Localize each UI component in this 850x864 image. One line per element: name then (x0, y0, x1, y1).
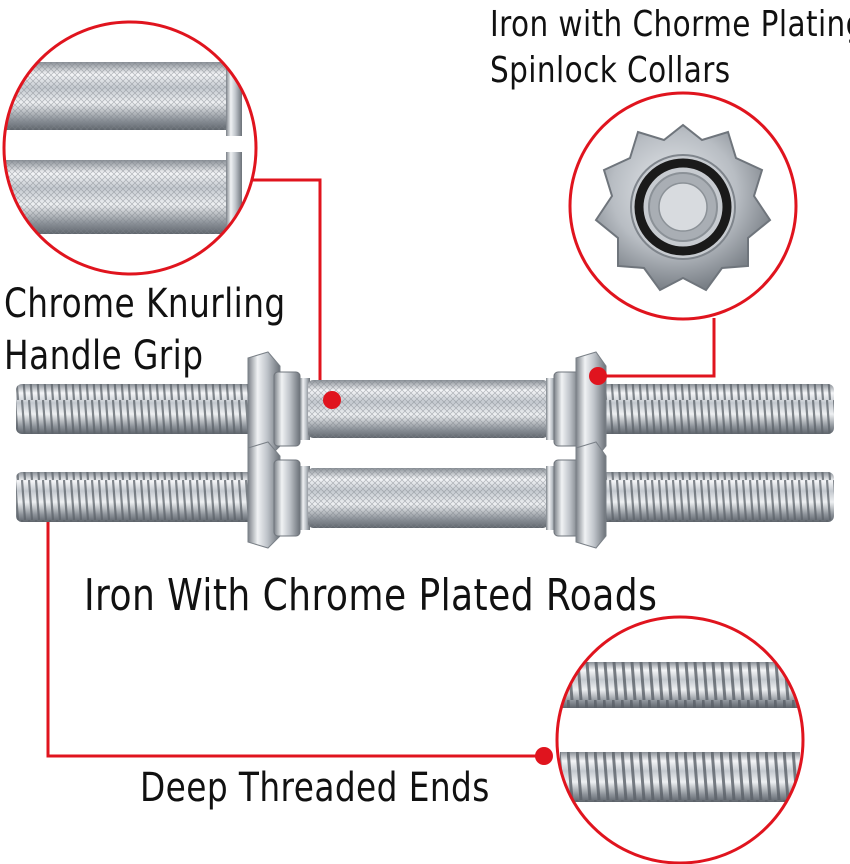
callout-dots (323, 367, 607, 765)
thread-callout-dot (535, 747, 553, 765)
thread-callout-line (46, 500, 540, 758)
plating-label: Iron with Chorme Plating Spinlock Collar… (490, 2, 850, 94)
knurl-zoom-circle (2, 20, 258, 276)
rods-label: Iron With Chrome Plated Roads (84, 570, 658, 621)
plating-label-line2: Spinlock Collars (490, 50, 731, 91)
threads-label: Deep Threaded Ends (140, 765, 490, 811)
knurling-label-line1: Chrome Knurling (4, 281, 286, 327)
collar-callout-dot (589, 367, 607, 385)
knurling-label: Chrome Knurling Handle Grip (4, 278, 286, 382)
knurling-label-line2: Handle Grip (4, 333, 204, 379)
dumbbell-bar-bottom (16, 441, 834, 549)
plating-label-line1: Iron with Chorme Plating (490, 4, 850, 45)
thread-zoom-circle (555, 615, 805, 864)
knurl-callout-dot (323, 391, 341, 409)
collar-zoom-circle (568, 91, 798, 321)
dumbbell-bar-top (16, 351, 834, 459)
collar-callout-line (598, 318, 716, 378)
